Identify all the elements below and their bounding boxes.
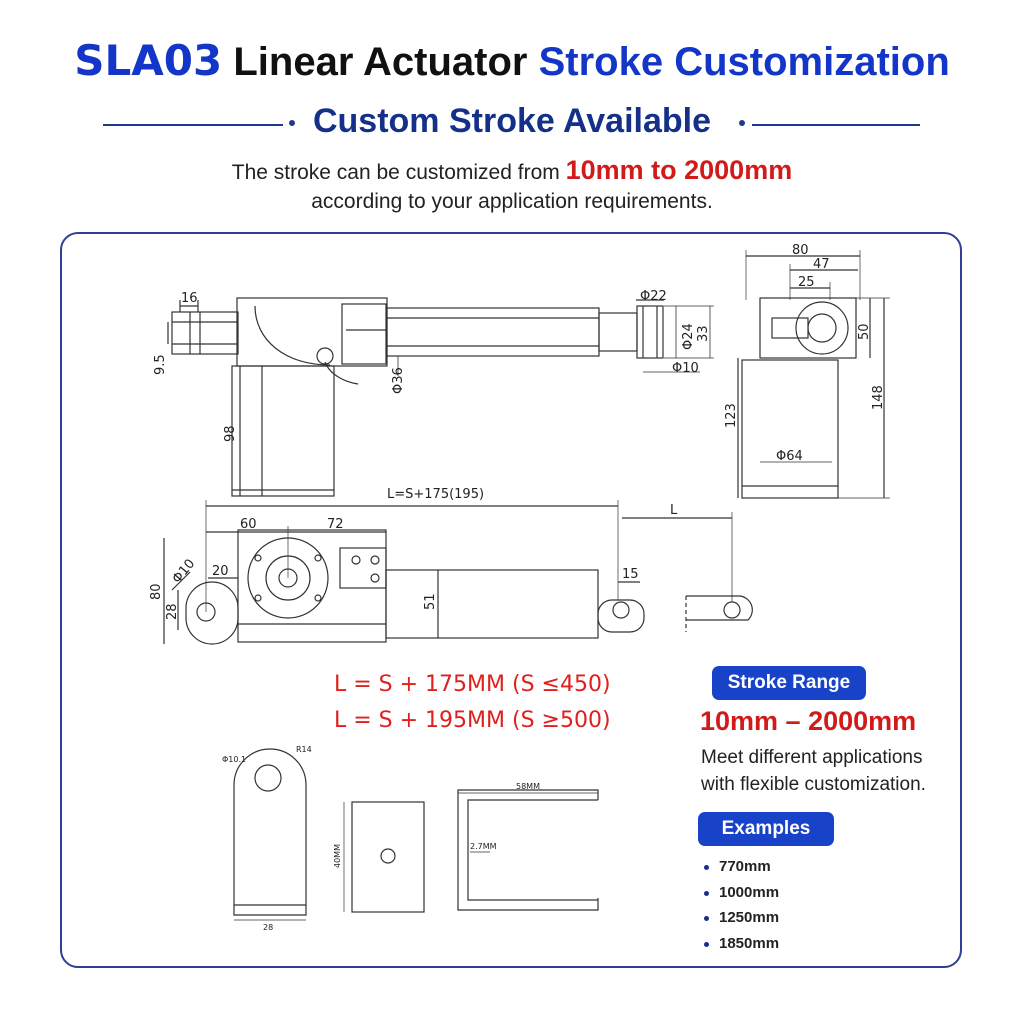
- u-bracket: [457, 789, 599, 911]
- dim-u-thickness: 2.7MM: [470, 842, 497, 851]
- dim-98: 98: [223, 425, 238, 442]
- front-clevis: [636, 305, 664, 359]
- outer-tube: [386, 307, 600, 357]
- top-view-drawing: [163, 500, 753, 645]
- dim-60: 60: [240, 517, 257, 532]
- dim-47: 47: [813, 257, 830, 272]
- bullet-icon: [704, 890, 709, 896]
- stroke-range-value: 10mm – 2000mm: [700, 706, 917, 736]
- divider-right: [752, 124, 920, 126]
- dim-l-formula: L=S+175(195): [387, 487, 484, 502]
- bracket-face: [351, 801, 425, 913]
- dim-50: 50: [857, 323, 872, 340]
- dim-148: 148: [871, 385, 886, 410]
- bracket-plate: [233, 748, 307, 916]
- end-gearbox: [759, 297, 857, 359]
- dim-80: 80: [792, 243, 809, 258]
- bullet-icon: [704, 941, 709, 947]
- dim-15: 15: [622, 567, 639, 582]
- stroke-range-badge: Stroke Range: [712, 666, 866, 700]
- dim-phi64: Φ64: [776, 449, 803, 464]
- dim-phi24: Φ24: [681, 323, 696, 350]
- dim-80-side: 80: [149, 583, 164, 600]
- formula-long-stroke: L = S + 195MM (S ≥500): [334, 708, 611, 733]
- divider-left: [103, 124, 283, 126]
- divider-dot-left: [289, 120, 295, 126]
- top-outer-tube: [385, 569, 599, 639]
- dim-25: 25: [798, 275, 815, 290]
- dim-bracket-radius: R14: [296, 745, 312, 754]
- title-product: Linear Actuator: [233, 40, 528, 84]
- example-value: 770mm: [719, 858, 771, 875]
- dim-phi10: Φ10: [672, 361, 699, 376]
- stroke-note-1: Meet different applications: [701, 747, 923, 768]
- dim-123: 123: [724, 403, 739, 428]
- page-title: SLA03 Linear Actuator Stroke Customizati…: [0, 36, 1024, 85]
- dim-16: 16: [181, 291, 198, 306]
- dim-20: 20: [212, 564, 229, 579]
- example-item: 1000mm: [704, 884, 779, 901]
- example-value: 1000mm: [719, 884, 780, 901]
- dim-9-5: 9.5: [153, 354, 168, 375]
- rear-mount: [185, 581, 239, 645]
- bullet-icon: [704, 864, 709, 870]
- dim-phi36: Φ36: [391, 367, 406, 394]
- model-name: SLA03: [74, 36, 223, 85]
- examples-badge: Examples: [698, 812, 834, 846]
- divider-dot-right: [739, 120, 745, 126]
- subtitle-row: Custom Stroke Available: [0, 102, 1024, 146]
- dim-bracket-width: 28: [263, 923, 273, 932]
- side-view-drawing: [167, 297, 714, 497]
- example-item: 1850mm: [704, 935, 779, 952]
- bracket-drawings: [233, 748, 599, 921]
- dim-bracket-hole: Φ10.1: [222, 755, 246, 764]
- example-item: 770mm: [704, 858, 771, 875]
- description-prefix: The stroke can be customized from: [231, 161, 560, 184]
- bullet-icon: [704, 915, 709, 921]
- dim-33: 33: [696, 325, 711, 342]
- description-line-2: according to your application requiremen…: [311, 190, 713, 213]
- title-topic: Stroke Customization: [538, 40, 950, 84]
- gearbox: [236, 297, 388, 367]
- top-front-eye: [597, 599, 645, 633]
- dim-72: 72: [327, 517, 344, 532]
- extended-rod-end: [686, 595, 753, 621]
- dim-u-width: 58MM: [516, 782, 540, 791]
- dim-28: 28: [165, 603, 180, 620]
- dim-bracket-height: 40MM: [333, 844, 342, 868]
- example-value: 1250mm: [719, 909, 780, 926]
- end-view-drawing: [737, 250, 890, 499]
- dim-l: L: [670, 503, 678, 518]
- stroke-note-2: with flexible customization.: [701, 774, 926, 795]
- subtitle: Custom Stroke Available: [312, 102, 712, 140]
- rear-clevis: [171, 311, 239, 355]
- example-value: 1850mm: [719, 935, 780, 952]
- inner-rod: [598, 312, 638, 352]
- motor: [231, 365, 335, 497]
- end-motor: [741, 359, 839, 499]
- top-gearbox: [237, 529, 387, 643]
- dimension-labels: 16 9.5 98 Φ36 Φ22 Φ24 33 Φ10 80 47 25 50…: [149, 243, 886, 932]
- description-line-1: The stroke can be customized from 10mm t…: [0, 155, 1024, 186]
- dim-51: 51: [423, 593, 438, 610]
- drawing-panel: [60, 232, 962, 968]
- dim-phi22: Φ22: [640, 289, 667, 304]
- dim-phi10-top: Φ10: [170, 556, 199, 586]
- example-item: 1250mm: [704, 909, 779, 926]
- formula-short-stroke: L = S + 175MM (S ≤450): [334, 672, 611, 697]
- description-range: 10mm to 2000mm: [565, 155, 793, 185]
